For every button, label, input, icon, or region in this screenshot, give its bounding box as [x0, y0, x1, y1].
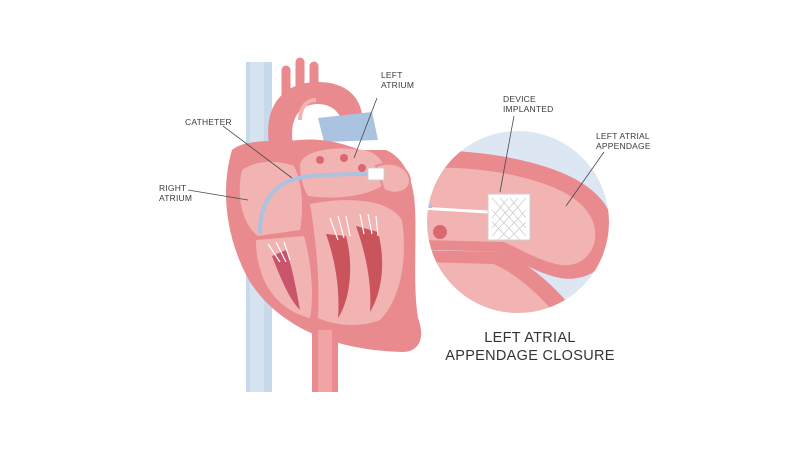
pulmonary-vein — [318, 112, 378, 142]
leader-lines — [187, 97, 605, 207]
catheter-line — [258, 172, 374, 234]
label-device-implanted: DEVICE IMPLANTED — [503, 94, 554, 114]
label-catheter: CATHETER — [185, 117, 232, 127]
device-implanted-mesh — [487, 193, 531, 241]
aorta — [268, 57, 363, 150]
label-right-atrium: RIGHT ATRIUM — [159, 183, 193, 203]
label-left-atrial-appendage: LEFT ATRIAL APPENDAGE — [596, 131, 651, 151]
diagram-title: LEFT ATRIAL APPENDAGE CLOSURE — [445, 330, 615, 364]
left-ventricle — [310, 200, 404, 326]
heart — [226, 139, 422, 392]
right-atrium-chamber — [239, 161, 302, 236]
zoom-inset — [425, 129, 611, 315]
label-left-atrium: LEFT ATRIUM — [381, 70, 415, 90]
device-small — [367, 167, 385, 181]
